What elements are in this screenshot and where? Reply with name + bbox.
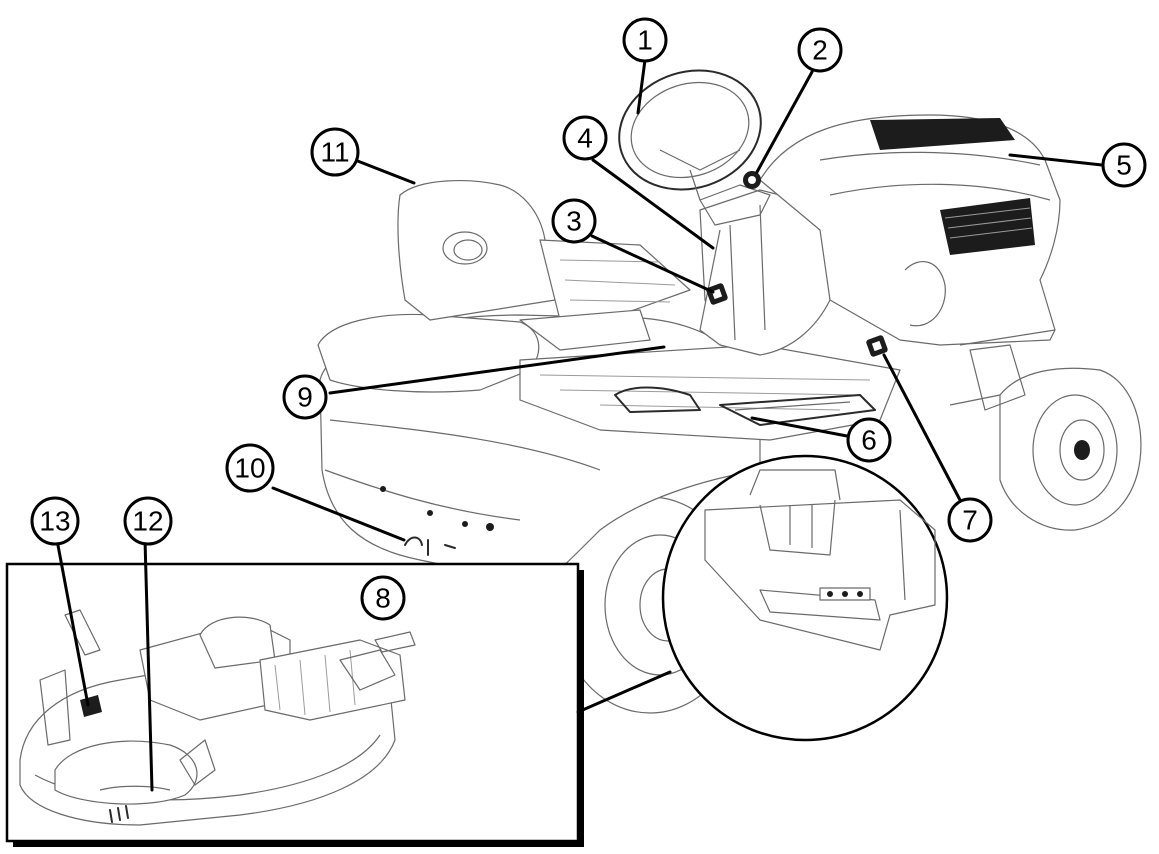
seat	[397, 180, 691, 351]
svg-text:6: 6	[861, 425, 877, 456]
callout-8: 8	[360, 575, 406, 621]
callout-2: 2	[797, 27, 843, 73]
foot-deck	[519, 344, 901, 441]
svg-text:3: 3	[566, 206, 582, 237]
callout-4: 4	[562, 115, 608, 161]
callout-9: 9	[282, 374, 328, 420]
svg-text:4: 4	[577, 123, 593, 154]
svg-text:10: 10	[234, 453, 265, 484]
svg-text:7: 7	[962, 505, 978, 536]
ignition-control	[743, 171, 761, 189]
svg-text:9: 9	[297, 382, 313, 413]
svg-text:1: 1	[637, 25, 653, 56]
svg-text:12: 12	[132, 506, 163, 537]
svg-text:2: 2	[812, 35, 828, 66]
left-control	[706, 283, 728, 305]
callout-13: 13	[30, 496, 80, 546]
callout-5: 5	[1101, 142, 1147, 188]
svg-text:11: 11	[320, 137, 349, 168]
front-wheel	[949, 344, 1142, 531]
svg-text:8: 8	[375, 583, 391, 614]
svg-text:5: 5	[1116, 150, 1132, 181]
callout-6: 6	[846, 417, 892, 463]
callout-3: 3	[551, 198, 597, 244]
steering-wheel	[618, 69, 771, 226]
callout-7: 7	[947, 497, 993, 543]
callout-1: 1	[622, 17, 668, 63]
svg-text:13: 13	[39, 506, 70, 537]
callout-11: 11	[310, 127, 360, 177]
deck-inset	[5, 562, 584, 847]
detail-magnifier	[661, 454, 949, 742]
leader-lines	[55, 58, 1104, 792]
callout-12: 12	[123, 496, 173, 546]
hood	[759, 114, 1061, 346]
right-control	[866, 335, 888, 357]
callout-10: 10	[225, 443, 275, 493]
